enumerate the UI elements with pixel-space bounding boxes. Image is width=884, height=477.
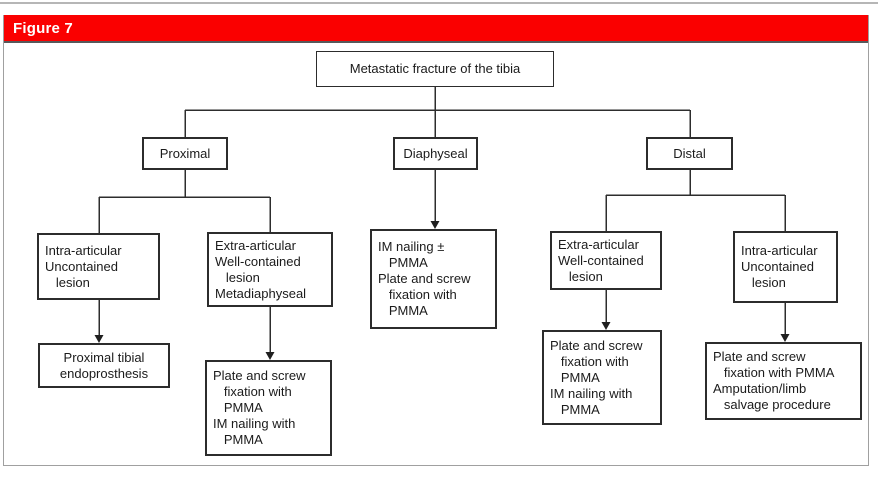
node-distal-intra-articular: Intra-articular Uncontained lesion	[733, 231, 838, 303]
figure-top-rule	[0, 2, 878, 4]
node-proximal-tibial-endoprosthesis: Proximal tibial endoprosthesis	[38, 343, 170, 388]
figure-header-bar: Figure 7	[4, 15, 868, 43]
node-distal-intra-treatment: Plate and screw fixation with PMMA Amput…	[705, 342, 862, 420]
node-proximal-intra-articular: Intra-articular Uncontained lesion	[37, 233, 160, 300]
node-proximal-extra-articular: Extra-articular Well-contained lesion Me…	[207, 232, 333, 307]
node-proximal: Proximal	[142, 137, 228, 170]
node-distal: Distal	[646, 137, 733, 170]
node-distal-extra-articular: Extra-articular Well-contained lesion	[550, 231, 662, 290]
figure-label: Figure 7	[13, 19, 73, 37]
node-diaphyseal: Diaphyseal	[393, 137, 478, 170]
node-diaphyseal-treatment: IM nailing ± PMMA Plate and screw fixati…	[370, 229, 497, 329]
node-distal-extra-treatment: Plate and screw fixation with PMMA IM na…	[542, 330, 662, 425]
node-metastatic-fracture: Metastatic fracture of the tibia	[316, 51, 554, 87]
node-proximal-extra-treatment: Plate and screw fixation with PMMA IM na…	[205, 360, 332, 456]
